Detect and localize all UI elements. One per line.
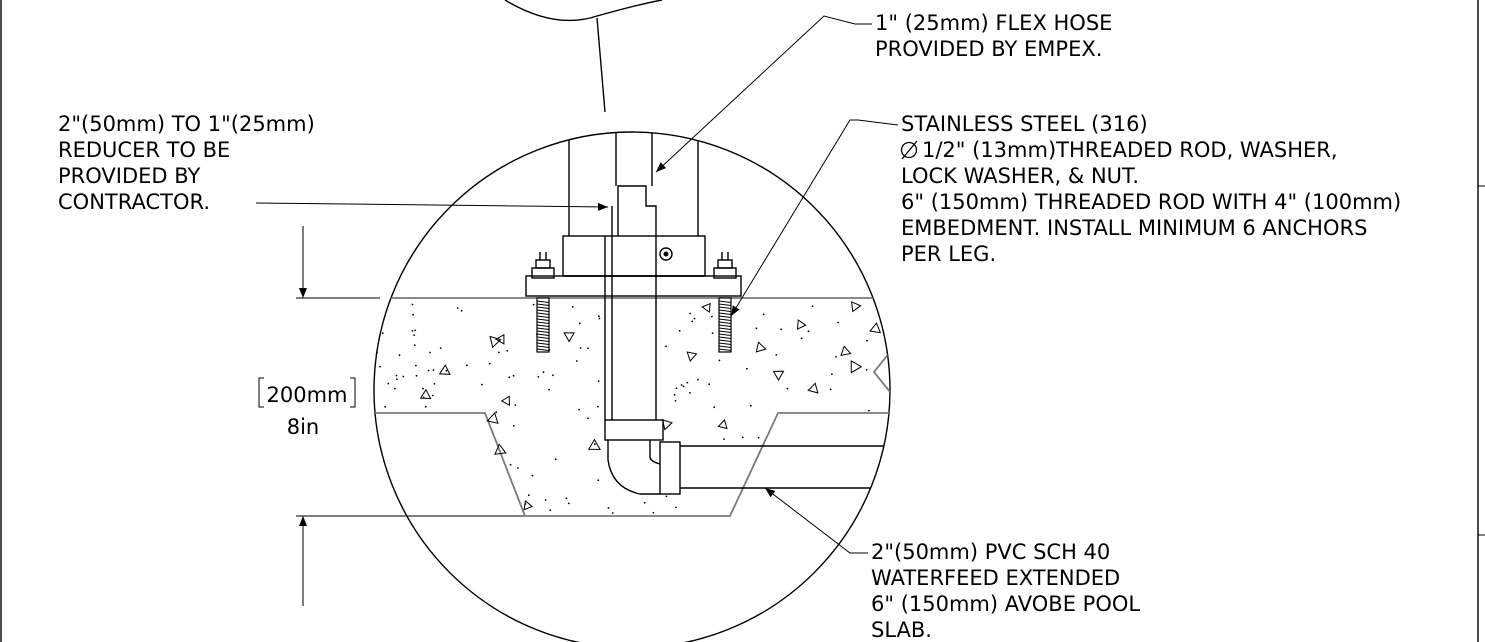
svg-text:WATERFEED EXTENDED: WATERFEED EXTENDED <box>871 566 1120 590</box>
svg-text:SLAB.: SLAB. <box>871 618 932 642</box>
pvc-elbow <box>604 419 681 495</box>
svg-text:6" (150mm) AVOBE POOL: 6" (150mm) AVOBE POOL <box>871 592 1140 616</box>
svg-text:REDUCER TO BE: REDUCER TO BE <box>58 138 230 162</box>
dimension-metric: 200mm <box>267 383 348 407</box>
svg-text:PROVIDED BY EMPEX.: PROVIDED BY EMPEX. <box>875 37 1102 61</box>
reducer-fitting <box>604 185 657 420</box>
waterfeed-riser <box>611 236 657 420</box>
slab-break-line <box>872 351 890 393</box>
base-mount <box>562 235 706 277</box>
concrete-hatching <box>374 301 882 514</box>
svg-text:2"(50mm) TO 1"(25mm): 2"(50mm) TO 1"(25mm) <box>58 112 315 136</box>
anchor-bolt-left <box>531 252 555 353</box>
svg-text:6" (150mm) THREADED ROD WITH 4: 6" (150mm) THREADED ROD WITH 4" (100mm) <box>901 190 1401 214</box>
callout-pvc-pipe: 2"(50mm) PVC SCH 40 WATERFEED EXTENDED 6… <box>871 540 1140 642</box>
base-plate <box>525 275 742 297</box>
trench-outline <box>374 412 890 517</box>
leader-pvc-pipe <box>764 487 868 554</box>
dimension-imperial: 8in <box>287 415 320 439</box>
leader-reducer <box>255 202 609 211</box>
svg-text:1" (25mm) FLEX HOSE: 1" (25mm) FLEX HOSE <box>875 11 1112 35</box>
svg-text:PROVIDED BY: PROVIDED BY <box>58 164 201 188</box>
svg-text:EMBEDMENT. INSTALL MINIMUM 6 A: EMBEDMENT. INSTALL MINIMUM 6 ANCHORS <box>901 216 1367 240</box>
dimension-200mm: 200mm 8in <box>258 226 524 606</box>
svg-text:2"(50mm) PVC SCH 40: 2"(50mm) PVC SCH 40 <box>871 540 1110 564</box>
svg-text:CONTRACTOR.: CONTRACTOR. <box>58 190 210 214</box>
callout-flex-hose: 1" (25mm) FLEX HOSE PROVIDED BY EMPEX. <box>875 11 1112 61</box>
pvc-horizontal-pipe <box>680 445 890 489</box>
svg-text:PER LEG.: PER LEG. <box>901 242 996 266</box>
svg-text:LOCK WASHER, & NUT.: LOCK WASHER, & NUT. <box>901 164 1139 188</box>
svg-text:STAINLESS STEEL (316): STAINLESS STEEL (316) <box>901 112 1148 136</box>
svg-text:1/2" (13mm)THREADED ROD, WASHE: 1/2" (13mm)THREADED ROD, WASHER, <box>922 138 1338 162</box>
leader-flex-hose <box>655 15 872 173</box>
diameter-symbol-icon <box>900 140 918 160</box>
parent-view-circle <box>504 0 663 113</box>
dimension-brackets <box>258 377 356 408</box>
detail-circle-content <box>374 132 890 517</box>
callout-reducer: 2"(50mm) TO 1"(25mm) REDUCER TO BE PROVI… <box>58 112 315 214</box>
leader-threaded-rod <box>730 119 899 317</box>
detail-circle <box>373 131 891 642</box>
leg-tube <box>568 132 699 236</box>
callout-threaded-rod: STAINLESS STEEL (316) 1/2" (13mm)THREADE… <box>900 112 1401 266</box>
anchor-bolt-right <box>713 252 737 353</box>
